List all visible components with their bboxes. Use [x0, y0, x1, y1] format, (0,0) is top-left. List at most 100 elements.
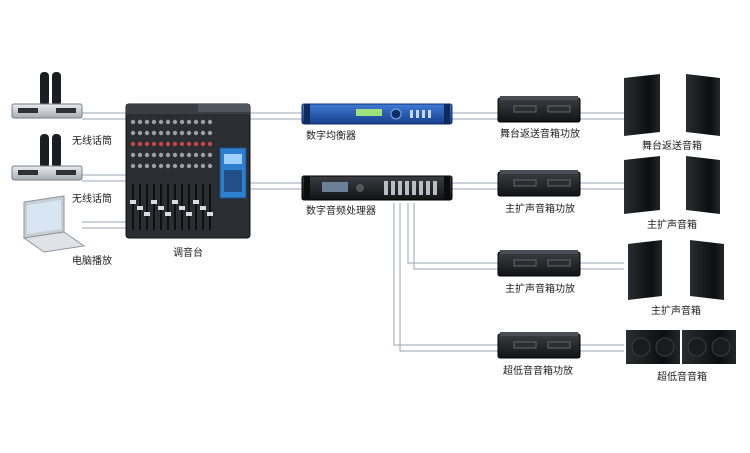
laptop	[22, 195, 86, 253]
mixer-knob	[207, 141, 213, 147]
mixer-knob	[207, 163, 213, 169]
mixer-fader-slot	[195, 184, 197, 230]
mixer-knob	[158, 119, 164, 125]
mixer-knob	[165, 141, 171, 147]
mixer-knob	[130, 152, 136, 158]
amp-main-2	[497, 250, 581, 277]
label-wireless-mic-1: 无线话筒	[72, 136, 112, 147]
mixer-knob	[130, 141, 136, 147]
mixer-knob	[158, 163, 164, 169]
mixer-knob	[172, 152, 178, 158]
mixer-knob	[200, 119, 206, 125]
label-amp-main-1: 主扩声音箱功放	[505, 204, 575, 215]
mixer-knob	[186, 119, 192, 125]
digital-audio-processor	[301, 175, 453, 201]
mixer-knob	[186, 163, 192, 169]
mixer-knob	[193, 152, 199, 158]
mixer-channel-strips	[130, 119, 213, 230]
mixer-knob	[165, 152, 171, 158]
mixer-fader-cap	[179, 206, 185, 210]
label-amp-subwoofer: 超低音音箱功放	[503, 366, 573, 377]
mixer-knob	[151, 119, 157, 125]
label-speakers-main-1: 主扩声音箱	[647, 220, 697, 231]
wireless-mic-receiver-1	[11, 72, 83, 119]
mixer-knob	[137, 163, 143, 169]
mixer-knob	[193, 163, 199, 169]
amp-main-1	[497, 170, 581, 197]
mixer-knob	[165, 130, 171, 136]
mixer-knob	[193, 141, 199, 147]
mixer-knob	[158, 152, 164, 158]
mixer-knob	[200, 141, 206, 147]
label-wireless-mic-2: 无线话筒	[72, 194, 112, 205]
mixer-knob	[165, 119, 171, 125]
mixer-fader-slot	[167, 184, 169, 230]
mixer-knob	[137, 130, 143, 136]
mixer-fader-slot	[153, 184, 155, 230]
mixer-knob	[151, 130, 157, 136]
mixer-knob	[207, 152, 213, 158]
speakers-subwoofer	[626, 330, 736, 364]
mixer-fader-slot	[188, 184, 190, 230]
label-amp-stage-return: 舞台返送音箱功放	[500, 129, 580, 140]
mixer-knob	[144, 163, 150, 169]
mixer-knob	[193, 130, 199, 136]
label-speakers-main-2: 主扩声音箱	[651, 306, 701, 317]
mixer-fader-cap	[137, 206, 143, 210]
mixer-fader-slot	[209, 184, 211, 230]
mixer-knob	[130, 130, 136, 136]
mixer-knob	[172, 130, 178, 136]
mixer-fader-slot	[174, 184, 176, 230]
mixer-knob	[151, 141, 157, 147]
mixer-fader-slot	[132, 184, 134, 230]
speakers-main-2	[628, 240, 724, 300]
label-laptop-playback: 电脑播放	[72, 256, 112, 267]
mixer-knob	[207, 130, 213, 136]
digital-equalizer	[301, 103, 453, 125]
mixer-knob	[172, 141, 178, 147]
mixer-knob	[207, 119, 213, 125]
label-mixer: 调音台	[173, 248, 203, 259]
speakers-main-1	[624, 156, 720, 214]
mixer-knob	[186, 130, 192, 136]
label-digital-equalizer: 数字均衡器	[306, 131, 356, 142]
mixer-knob	[200, 130, 206, 136]
mixer-knob	[130, 163, 136, 169]
mixer-knob	[144, 152, 150, 158]
mixer-knob	[179, 119, 185, 125]
mixer-knob	[144, 119, 150, 125]
mixer-knob	[144, 130, 150, 136]
mixer-fader-cap	[172, 200, 178, 204]
mixer-knob	[193, 119, 199, 125]
mixer-knob	[144, 141, 150, 147]
mixer-knob	[151, 152, 157, 158]
label-speakers-subwoofer: 超低音音箱	[657, 372, 707, 383]
amp-subwoofer	[497, 332, 581, 359]
label-amp-main-2: 主扩声音箱功放	[505, 284, 575, 295]
mixer-knob	[137, 141, 143, 147]
mixer-knob	[200, 152, 206, 158]
mixer-fader-cap	[193, 200, 199, 204]
mixer-fader-cap	[144, 212, 150, 216]
mixer-fader-cap	[151, 200, 157, 204]
mixer-fader-slot	[146, 184, 148, 230]
signal-lines	[82, 112, 624, 352]
mixer-knob	[137, 119, 143, 125]
mixer-knob	[179, 163, 185, 169]
mixer-knob	[137, 152, 143, 158]
mixer-fader-cap	[130, 200, 136, 204]
mixer-knob	[158, 141, 164, 147]
mixer-knob	[186, 152, 192, 158]
mixer-knob	[172, 163, 178, 169]
mixer-knob	[151, 163, 157, 169]
mixer-fader-cap	[200, 206, 206, 210]
mixer-fader-cap	[165, 212, 171, 216]
mixer-knob	[158, 130, 164, 136]
mixer-knob	[172, 119, 178, 125]
mixer-knob	[200, 163, 206, 169]
mixer-knob	[179, 152, 185, 158]
mixer-fader-cap	[186, 212, 192, 216]
mixer-fader-cap	[158, 206, 164, 210]
